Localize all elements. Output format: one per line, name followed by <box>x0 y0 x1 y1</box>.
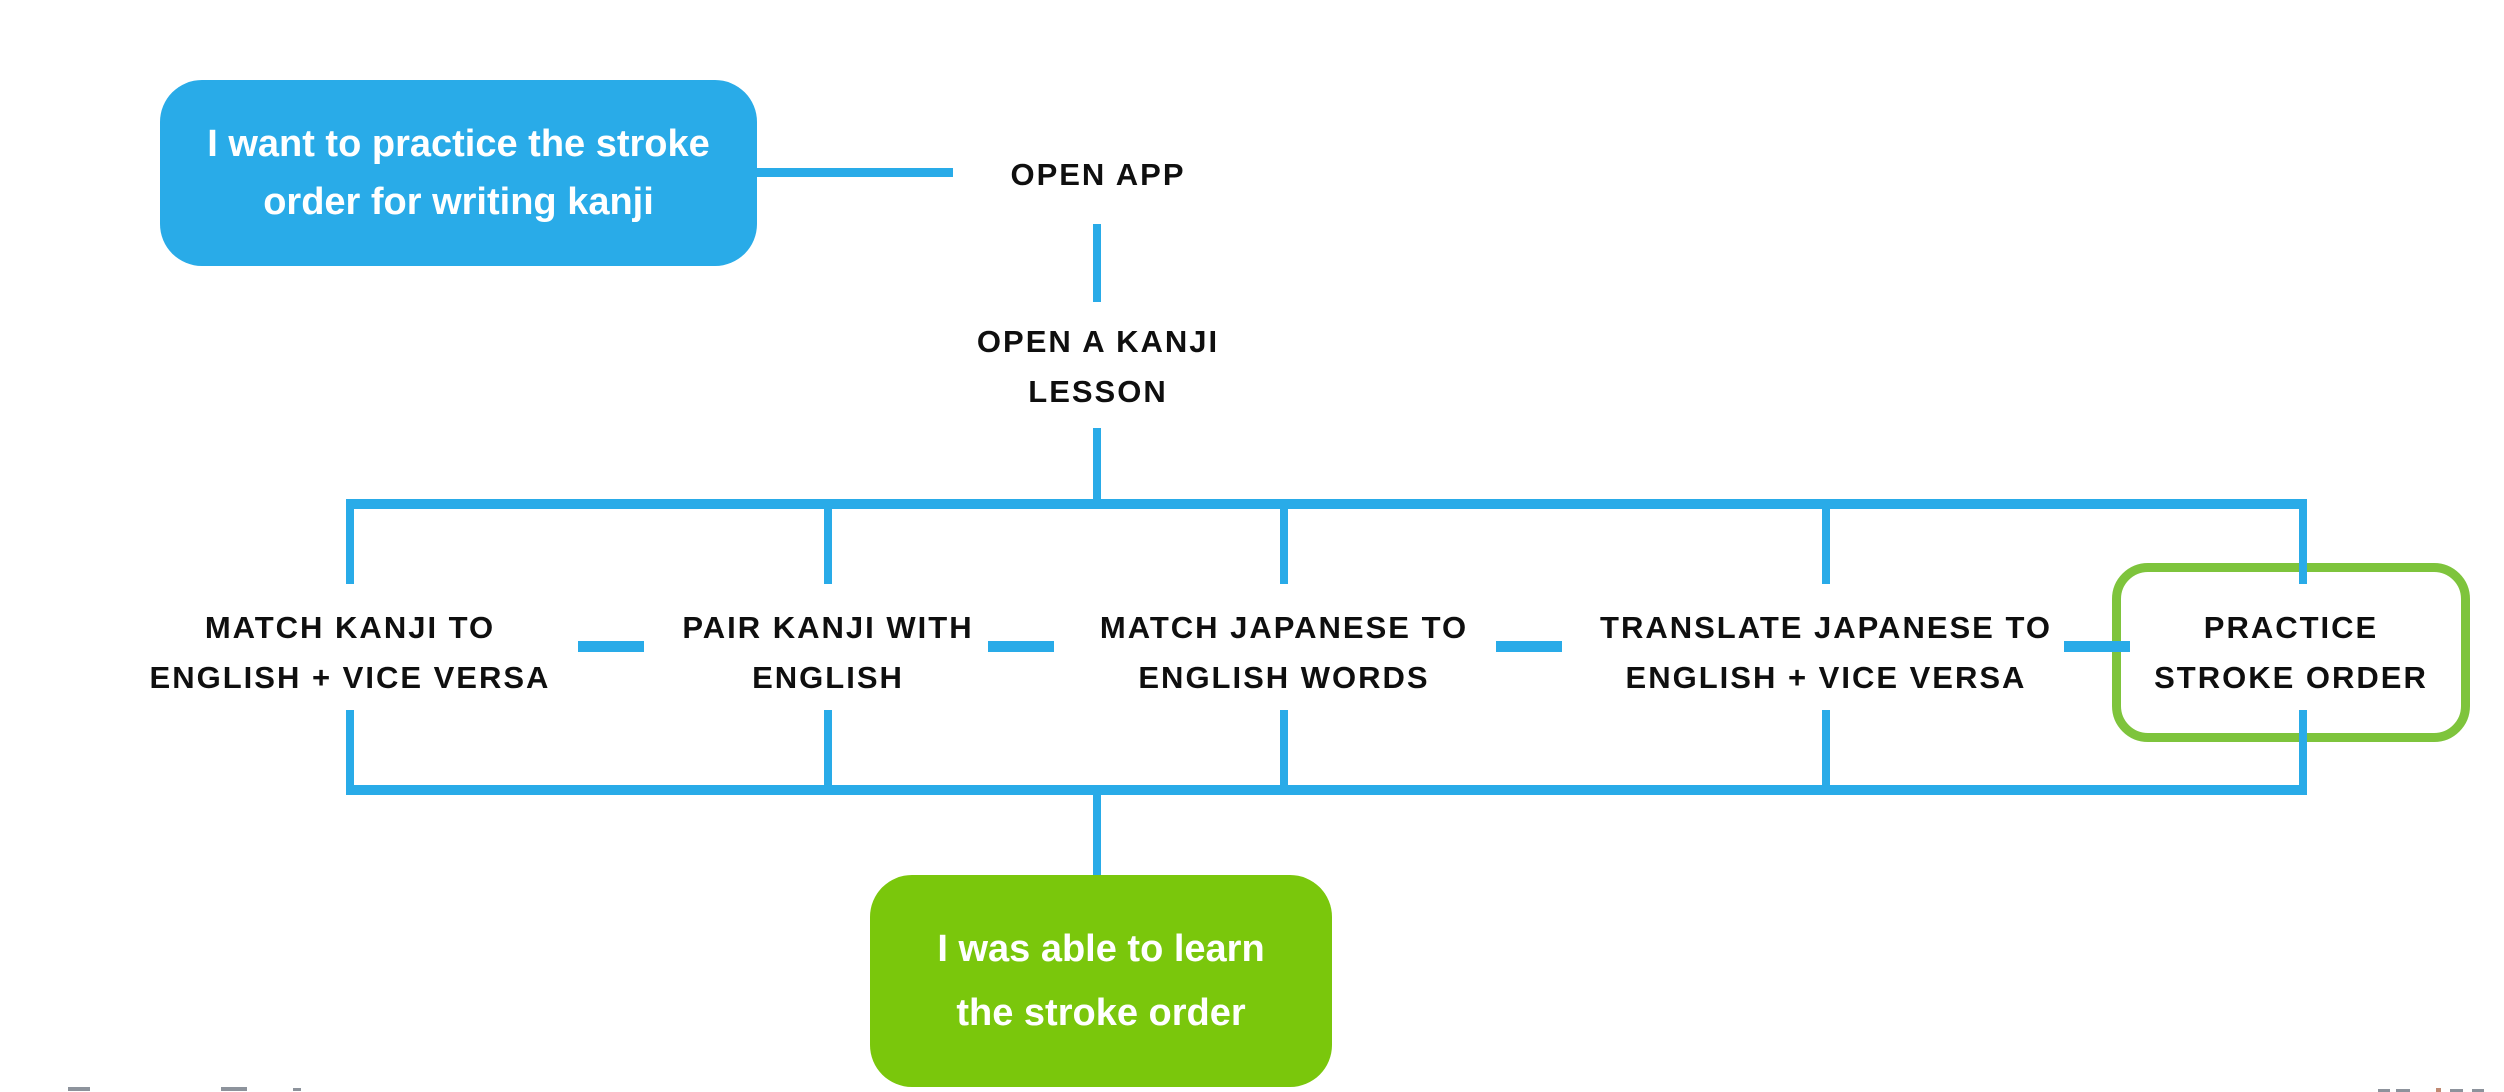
activity-5-line2: STROKE ORDER <box>2154 660 2428 695</box>
cutoff-text-fragment <box>2396 1089 2410 1092</box>
activity-match-kanji: MATCH KANJI TO ENGLISH + VICE VERSA <box>70 603 630 703</box>
step-open-lesson-line2: LESSON <box>1028 374 1168 409</box>
connector-bracket-to-end-note <box>1093 793 1101 875</box>
dash-activity-3-4 <box>1496 641 1562 652</box>
cutoff-text-fragment <box>293 1088 301 1091</box>
bottom-tick-activity-4 <box>1822 710 1830 795</box>
cutoff-text-fragment <box>68 1087 90 1091</box>
bottom-tick-activity-5 <box>2299 710 2307 795</box>
highlight-outline-practice-stroke-order <box>2112 563 2470 742</box>
end-note: I was able to learn the stroke order <box>870 875 1332 1087</box>
top-tick-activity-3 <box>1280 504 1288 584</box>
end-note-line2: the stroke order <box>956 992 1246 1034</box>
connector-lesson-to-bracket <box>1093 428 1101 504</box>
end-note-line1: I was able to learn <box>937 928 1265 970</box>
cutoff-text-fragment <box>2378 1089 2390 1092</box>
cutoff-text-fragment <box>2436 1088 2441 1092</box>
step-open-app: OPEN APP <box>1010 157 1186 192</box>
activity-5-line1: PRACTICE <box>2203 610 2379 645</box>
bracket-top-rail <box>347 499 2307 509</box>
activity-match-japanese: MATCH JAPANESE TO ENGLISH WORDS <box>1004 603 1564 703</box>
top-tick-activity-1 <box>346 499 354 584</box>
activity-pair-kanji: PAIR KANJI WITH ENGLISH <box>548 603 1108 703</box>
dash-activity-4-5 <box>2064 641 2130 652</box>
start-note-line1: I want to practice the stroke <box>207 123 710 165</box>
connector-start-to-open-app <box>757 168 953 177</box>
activity-translate-japanese: TRANSLATE JAPANESE TO ENGLISH + VICE VER… <box>1546 603 2106 703</box>
top-tick-activity-4 <box>1822 504 1830 584</box>
cutoff-text-fragment <box>221 1087 247 1091</box>
dash-activity-2-3 <box>988 641 1054 652</box>
activity-3-line2: ENGLISH WORDS <box>1138 660 1430 695</box>
step-open-lesson: OPEN A KANJI LESSON <box>898 317 1298 417</box>
top-tick-activity-5 <box>2299 499 2307 584</box>
activity-1-line2: ENGLISH + VICE VERSA <box>149 660 551 695</box>
start-note: I want to practice the stroke order for … <box>160 80 757 266</box>
bottom-tick-activity-1 <box>346 710 354 795</box>
bracket-bottom-rail <box>347 785 2307 795</box>
activity-3-line1: MATCH JAPANESE TO <box>1099 610 1469 645</box>
activity-practice-stroke-order: PRACTICE STROKE ORDER <box>2011 603 2504 703</box>
activity-1-line1: MATCH KANJI TO <box>204 610 496 645</box>
bottom-tick-activity-3 <box>1280 710 1288 795</box>
activity-4-line2: ENGLISH + VICE VERSA <box>1625 660 2027 695</box>
connector-open-app-to-lesson <box>1093 224 1101 302</box>
top-tick-activity-2 <box>824 504 832 584</box>
activity-2-line1: PAIR KANJI WITH <box>682 610 974 645</box>
cutoff-text-fragment <box>2472 1089 2484 1092</box>
activity-2-line2: ENGLISH <box>752 660 904 695</box>
start-note-line2: order for writing kanji <box>263 181 654 223</box>
activity-4-line1: TRANSLATE JAPANESE TO <box>1600 610 2052 645</box>
step-open-lesson-line1: OPEN A KANJI <box>976 324 1220 359</box>
dash-activity-1-2 <box>578 641 644 652</box>
cutoff-text-fragment <box>2450 1089 2463 1092</box>
bottom-tick-activity-2 <box>824 710 832 795</box>
